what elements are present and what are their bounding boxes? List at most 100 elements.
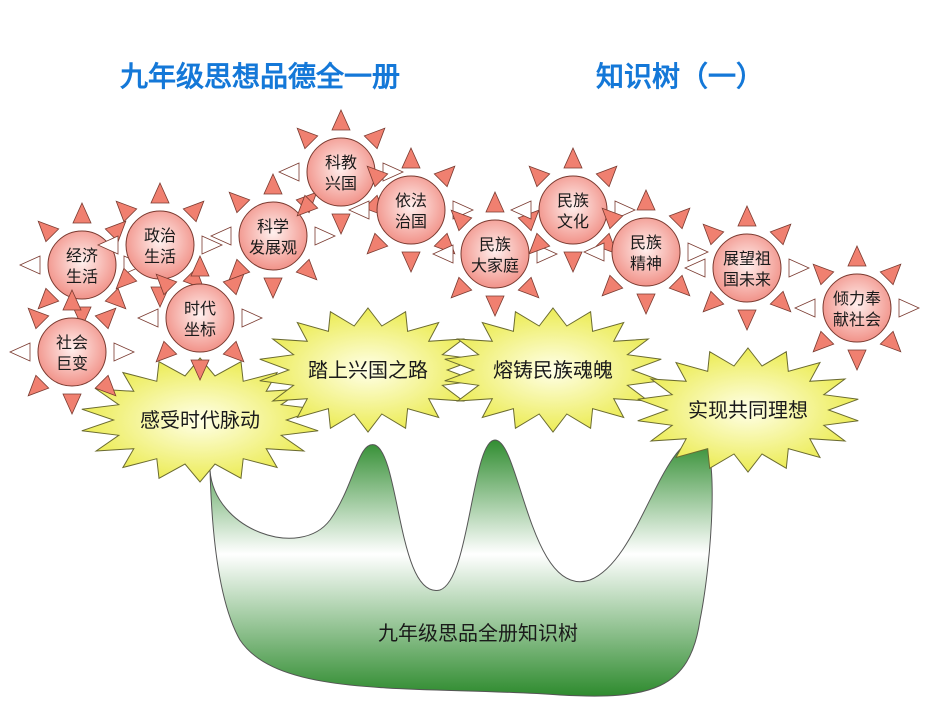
- topic-label-line: 坐标: [184, 320, 216, 339]
- sun-ray: [62, 393, 82, 415]
- sun-ray: [563, 251, 583, 273]
- sun-ray: [190, 359, 210, 381]
- topic-label-line: 国未来: [723, 270, 771, 289]
- topic-label-line: 民族: [557, 191, 589, 210]
- sun-ray: [812, 263, 835, 286]
- pillar-burst: 踏上兴国之路: [259, 307, 477, 433]
- sun-ray: [636, 189, 656, 211]
- sun-ray: [314, 226, 336, 246]
- sun-ray: [668, 207, 691, 230]
- sun-disc: [125, 210, 195, 280]
- sun-ray: [879, 263, 902, 286]
- sun-disc: [460, 219, 530, 289]
- tree-trunk: [209, 437, 713, 697]
- sun-ray: [37, 220, 60, 243]
- sun-ray: [94, 307, 117, 330]
- sun-ray: [295, 258, 318, 281]
- topic-label-line: 倾力奉: [833, 289, 881, 308]
- sun-ray: [517, 276, 540, 299]
- sun-ray: [363, 127, 386, 150]
- sun-ray: [563, 147, 583, 169]
- sun-ray: [601, 274, 624, 297]
- pillar-label: 踏上兴国之路: [308, 358, 428, 382]
- sun-ray: [687, 242, 709, 262]
- burst-shape: [444, 307, 662, 433]
- sun-ray: [601, 207, 624, 230]
- pillar-label: 感受时代脉动: [140, 408, 260, 432]
- sun-ray: [510, 200, 532, 220]
- sun-ray: [27, 374, 50, 397]
- sun-ray: [27, 307, 50, 330]
- sun-ray: [190, 255, 210, 277]
- sun-ray: [201, 235, 223, 255]
- sun-ray: [366, 232, 389, 255]
- sun-ray: [788, 258, 810, 278]
- burst-shape: [637, 347, 859, 473]
- slide-subtitle: 知识树（一）: [596, 60, 764, 93]
- sun-ray: [296, 194, 319, 217]
- sun-ray: [812, 330, 835, 353]
- sun-ray: [737, 309, 757, 331]
- sun-ray: [528, 165, 551, 188]
- sun-ray: [278, 162, 300, 182]
- sun-disc: [165, 283, 235, 353]
- sun-ray: [668, 274, 691, 297]
- topic-label-line: 精神: [630, 254, 662, 273]
- sun-ray: [263, 277, 283, 299]
- topic-label-line: 兴国: [325, 174, 357, 193]
- trunk-label: 九年级思品全册知识树: [378, 621, 578, 645]
- sun-ray: [595, 165, 618, 188]
- topic-label-line: 依法: [395, 191, 427, 210]
- topic-label-line: 时代: [184, 299, 216, 318]
- topic-label-line: 展望祖: [723, 249, 771, 268]
- pillar-burst: 感受时代脉动: [81, 357, 319, 483]
- sun-disc: [306, 137, 376, 207]
- sun-ray: [366, 165, 389, 188]
- sun-ray: [241, 308, 263, 328]
- sun-ray: [348, 200, 370, 220]
- sun-disc: [538, 175, 608, 245]
- pillar-label: 实现共同理想: [688, 398, 808, 422]
- sun-ray: [94, 374, 117, 397]
- sun-ray: [155, 340, 178, 363]
- topic-label-line: 科学: [257, 217, 289, 236]
- topic-label-line: 民族: [630, 233, 662, 252]
- sun-ray: [847, 349, 867, 371]
- sun-ray: [331, 109, 351, 131]
- topic-label-line: 献社会: [833, 310, 881, 329]
- pillar-burst: 实现共同理想: [637, 347, 859, 473]
- sun-ray: [702, 223, 725, 246]
- sun-disc: [47, 230, 117, 300]
- sun-disc: [376, 175, 446, 245]
- sun-ray: [331, 213, 351, 235]
- topic-label-line: 大家庭: [471, 256, 519, 275]
- pillar-burst: 熔铸民族魂魄: [444, 307, 662, 433]
- sun-ray: [583, 242, 605, 262]
- sun-ray: [879, 330, 902, 353]
- sun-ray: [62, 289, 82, 311]
- sun-ray: [115, 200, 138, 223]
- sun-ray: [263, 173, 283, 195]
- topic-label-line: 生活: [66, 267, 98, 286]
- pillar-label: 熔铸民族魂魄: [493, 358, 613, 382]
- topic-label-line: 社会: [56, 333, 88, 352]
- sun-ray: [401, 147, 421, 169]
- sun-ray: [898, 298, 920, 318]
- sun-ray: [104, 287, 127, 310]
- sun-ray: [155, 273, 178, 296]
- sun-ray: [19, 255, 41, 275]
- sun-ray: [115, 267, 138, 290]
- sun-ray: [72, 306, 92, 328]
- sun-ray: [113, 342, 135, 362]
- sun-ray: [104, 220, 127, 243]
- topic-label-line: 科教: [325, 153, 357, 172]
